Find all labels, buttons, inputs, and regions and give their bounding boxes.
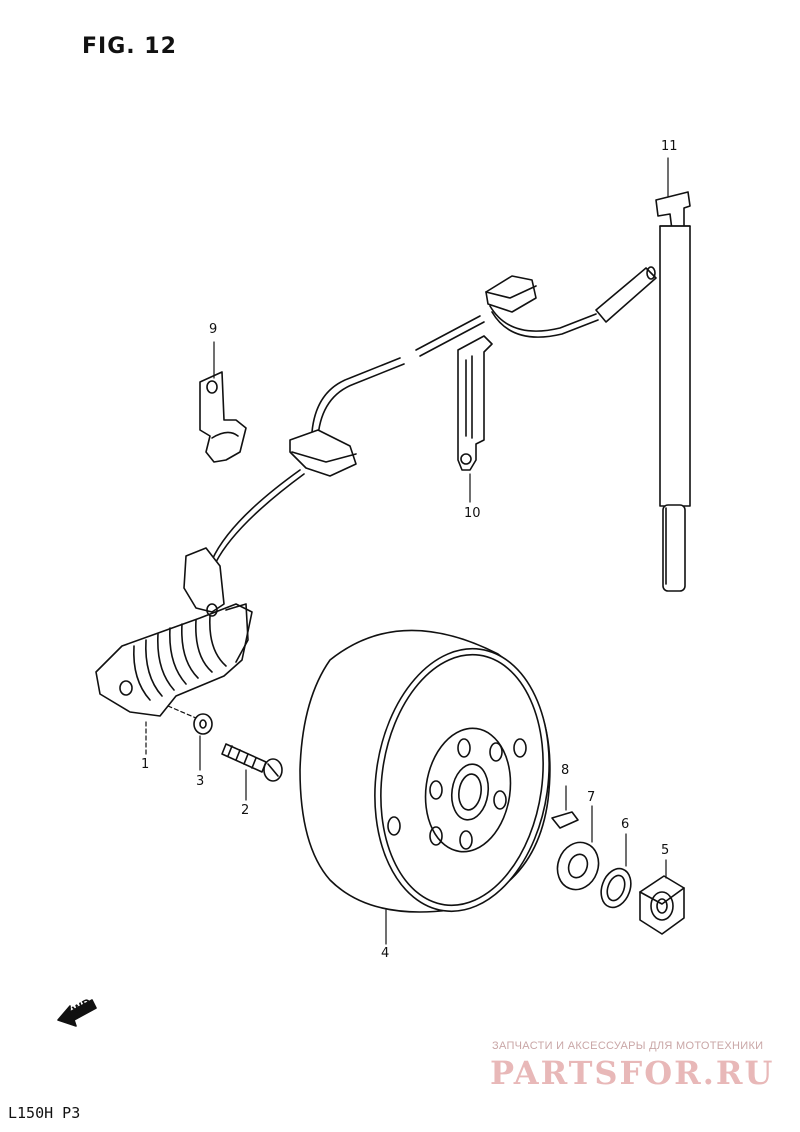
leader-lines [146,158,668,944]
callout-4: 4 [381,946,390,961]
part-3-washer [194,714,212,734]
part-4-flywheel [300,630,566,922]
part-8-key [552,812,578,828]
callout-5: 5 [661,843,670,858]
figure-title: FIG. 12 [82,34,177,59]
callout-9: 9 [209,322,218,337]
callout-3: 3 [196,774,205,789]
watermark-tagline: ЗАПЧАСТИ И АКСЕССУАРЫ ДЛЯ МОТОТЕХНИКИ [492,1040,764,1052]
watermark-logo: PARTSFOR.RU [490,1054,775,1092]
callout-1: 1 [141,757,150,772]
part-11-strap [656,192,690,591]
callout-10: 10 [464,506,481,521]
part-1-pulser-coil [96,548,252,716]
model-code: L150H P3 [8,1104,81,1122]
callout-6: 6 [621,817,630,832]
part-10-clamp [458,336,492,470]
part-6-lock-washer [596,864,636,911]
part-7-washer [551,837,605,896]
part-5-nut [640,876,684,934]
wire-harness [212,267,656,562]
callout-7: 7 [587,790,596,805]
part-2-screw [222,744,282,781]
forward-arrow-icon [58,1000,96,1026]
part-9-clip [200,372,246,462]
callout-8: 8 [561,763,570,778]
callout-2: 2 [241,803,250,818]
callout-11: 11 [661,139,678,154]
